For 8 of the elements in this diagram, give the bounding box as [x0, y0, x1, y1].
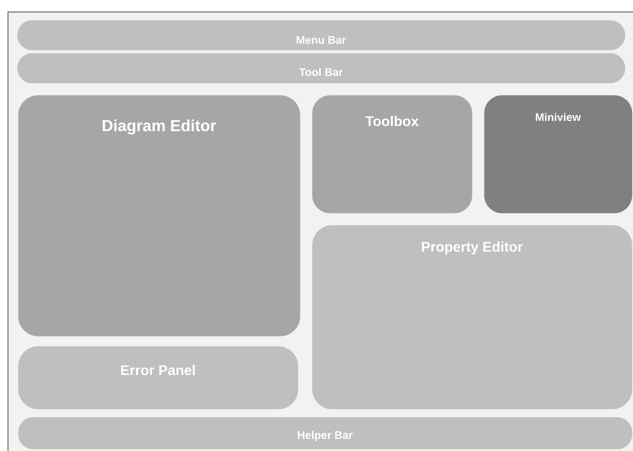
helper-bar: Helper Bar	[18, 417, 632, 450]
miniview-panel: Miniview	[484, 95, 632, 214]
tool-bar: Tool Bar	[17, 53, 626, 84]
property-panel: Property Editor	[312, 225, 632, 410]
menu-bar: Menu Bar	[17, 20, 626, 50]
error-panel: Error Panel	[18, 346, 298, 410]
toolbox-panel: Toolbox	[312, 95, 472, 214]
editor-panel: Diagram Editor	[18, 95, 300, 336]
